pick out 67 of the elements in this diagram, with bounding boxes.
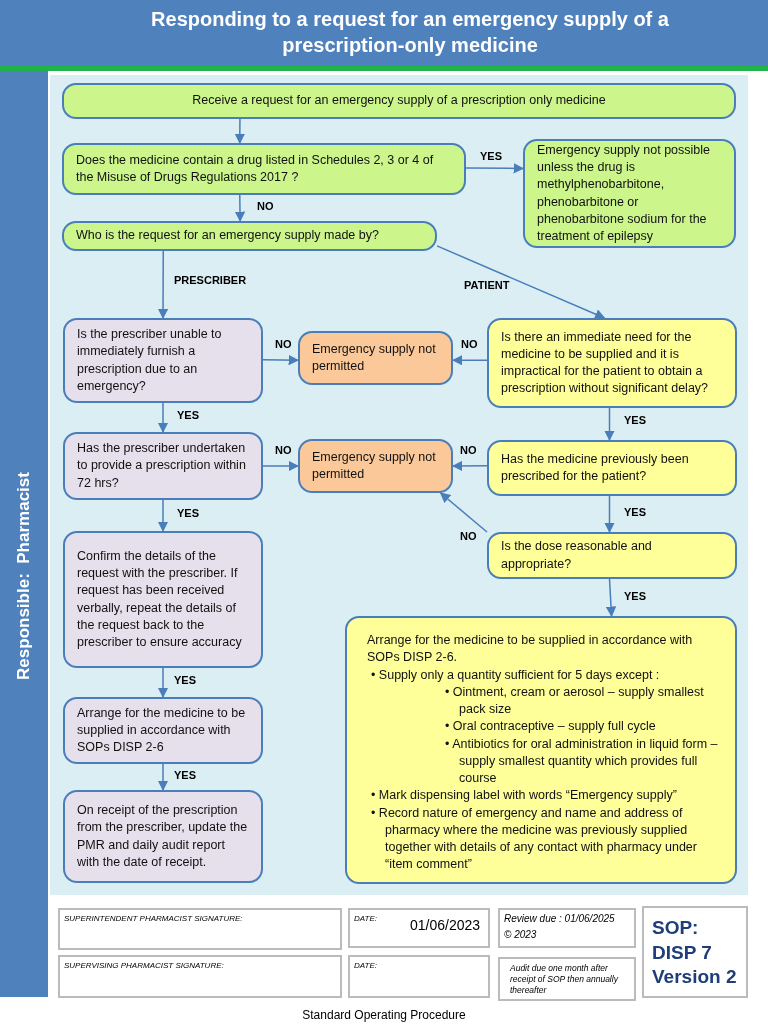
field-label: DATE: [354, 961, 377, 970]
arrow [157, 763, 169, 792]
sop-number: SOP: DISP 7 Version 2 [652, 916, 738, 990]
arrow [439, 492, 488, 533]
bullet-item: • Mark dispensing label with words “Emergency supply” [371, 787, 678, 805]
process-box: Who is the request for an emergency supply made by? [62, 221, 437, 251]
question-box: Has the prescriber undertaken to provide a prescription within 72 hrs? [63, 432, 263, 500]
arrow [157, 250, 169, 320]
question-box: Is there an immediate need for the medicine to be supplied and it is impractical for the patient to obtain a prescription without significant delay? [487, 318, 737, 408]
edge-label: YES [172, 674, 198, 687]
process-box: Does the medicine contain a drug listed in Schedules 2, 3 or 4 of the Misuse of Drugs Regulations 2017 ? [62, 143, 466, 195]
process-box: Receive a request for an emergency supply of a prescription only medicine [62, 83, 736, 119]
bullet-item: • Supply only a quantity sufficient for 5 days except : [371, 666, 661, 684]
edge-label: YES [478, 150, 504, 163]
bullet-item: • Antibiotics for oral administration in liquid form – supply smallest quantity which provides full course [445, 735, 719, 787]
field-label: DATE: [354, 914, 377, 923]
edge-label: YES [622, 506, 648, 519]
arrow [234, 118, 246, 145]
edge-label: NO [458, 530, 479, 543]
responsibility-label: Responsible: Pharmacist [14, 472, 34, 680]
process-box: Emergency supply not possible unless the drug is methylphenobarbitone, phenobarbitone or phenobarbitone sodium for the treatment of epilepsy [523, 139, 736, 248]
arrow [157, 499, 169, 533]
title: Responding to a request for an emergency supply of a prescription-only medicine [150, 7, 670, 58]
arrow [604, 495, 615, 534]
arrow [604, 407, 615, 442]
edge-label: NO [458, 444, 479, 457]
outcome-box: Emergency supply not permitted [298, 439, 453, 493]
edge-label: PRESCRIBER [172, 274, 249, 287]
question-box: Is the dose reasonable and appropriate? [487, 532, 737, 579]
edge-label: YES [175, 507, 201, 520]
edge-label: NO [273, 444, 294, 457]
edge-label: PATIENT [462, 279, 512, 292]
field-label: SUPERINTENDENT PHARMACIST SIGNATURE: [64, 914, 243, 923]
arrow [451, 354, 488, 366]
field-label: SUPERVISING PHARMACIST SIGNATURE: [64, 961, 224, 970]
arrow [157, 667, 169, 699]
edge-label: NO [459, 338, 480, 351]
audit-note: Audit due one month after receipt of SOP then annually thereafter [510, 963, 620, 997]
question-box: Arrange for the medicine to be supplied in accordance with SOPs DISP 2-6 [63, 697, 263, 764]
edge-label: YES [622, 414, 648, 427]
question-box: Has the medicine previously been prescribed for the patient? [487, 440, 737, 496]
arrow [451, 460, 488, 472]
bullet-item: • Record nature of emergency and name and address of pharmacy where the medicine was previously supplied together with details of any contact with pharmacy under “item comment” [371, 804, 698, 874]
bullet-item: • Ointment, cream or aerosol – supply smallest pack size [445, 683, 705, 718]
arrow [234, 194, 246, 223]
question-box: Confirm the details of the request with the prescriber. If request has been received verbally, repeat the details of the request back to the prescriber to ensure accuracy [63, 531, 263, 668]
copyright-note: © 2023 [504, 929, 537, 940]
outcome-box: Emergency supply not permitted [298, 331, 453, 385]
edge-label: NO [273, 338, 294, 351]
arrow [262, 460, 300, 472]
date-value: 01/06/2023 [410, 917, 481, 933]
arrow [157, 402, 169, 434]
caption: Standard Operating Procedure [301, 1008, 467, 1022]
bullet-item: • Oral contraceptive – supply full cycle [445, 718, 657, 736]
arrow [465, 163, 525, 174]
question-box: On receipt of the prescription from the prescriber, update the PMR and daily audit report with the date of receipt. [63, 790, 263, 883]
instruction-text: Arrange for the medicine to be supplied in accordance with SOPs DISP 2-6. [367, 632, 694, 667]
edge-label: NO [255, 200, 276, 213]
edge-label: YES [622, 590, 648, 603]
arrow [436, 245, 606, 320]
edge-label: YES [175, 409, 201, 422]
question-box: Is the prescriber unable to immediately furnish a prescription due to an emergency? [63, 318, 263, 403]
review-date: Review due : 01/06/2025 [504, 913, 615, 924]
edge-label: YES [172, 769, 198, 782]
arrow [262, 354, 300, 366]
instruction-box [345, 616, 737, 884]
arrow [605, 578, 617, 618]
